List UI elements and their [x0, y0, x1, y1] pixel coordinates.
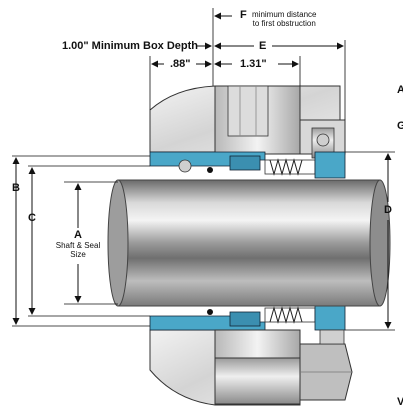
- gland-port: [227, 85, 269, 137]
- label-f-note: minimum distance to first obstruction: [252, 10, 316, 28]
- label-dim-131: 1.31": [240, 58, 267, 70]
- shaft-end-left: [107, 179, 129, 307]
- set-screw-top: [178, 159, 192, 173]
- label-f-note-line1: minimum distance: [252, 10, 317, 19]
- label-b: B: [12, 182, 20, 194]
- gland-bottom: [214, 329, 301, 361]
- label-a-caption-line2: Size: [70, 250, 86, 259]
- label-dim-088: .88": [170, 58, 191, 70]
- label-box-depth: 1.00" Minimum Box Depth: [62, 40, 199, 52]
- label-c: C: [28, 212, 36, 224]
- sleeve-bottom: [314, 303, 346, 331]
- shaft: [117, 179, 381, 307]
- seal-face-top: [229, 155, 261, 171]
- gland-bolt-bottom: [214, 357, 301, 405]
- bolt-head-top: [316, 133, 330, 147]
- label-d: D: [384, 204, 392, 216]
- label-f: F: [240, 9, 247, 21]
- label-g-partial: G: [397, 120, 403, 132]
- oring-bottom: [207, 309, 213, 315]
- label-top-right-partial: A: [397, 84, 403, 96]
- spring-top: [269, 158, 303, 176]
- label-a-caption-line1: Shaft & Seal: [55, 241, 101, 250]
- oring-top: [207, 167, 213, 173]
- sleeve-top: [314, 151, 346, 179]
- label-bottom-right-partial: V: [397, 396, 403, 408]
- label-a-caption: Shaft & Seal Size: [52, 241, 104, 259]
- seal-face-bottom: [229, 311, 261, 327]
- spring-bottom: [269, 306, 303, 324]
- flange-right-bottom: [319, 329, 345, 345]
- label-f-note-line2: to first obstruction: [252, 19, 316, 28]
- label-a: A: [74, 229, 82, 241]
- label-e: E: [259, 40, 267, 52]
- shaft-end-right: [369, 179, 391, 307]
